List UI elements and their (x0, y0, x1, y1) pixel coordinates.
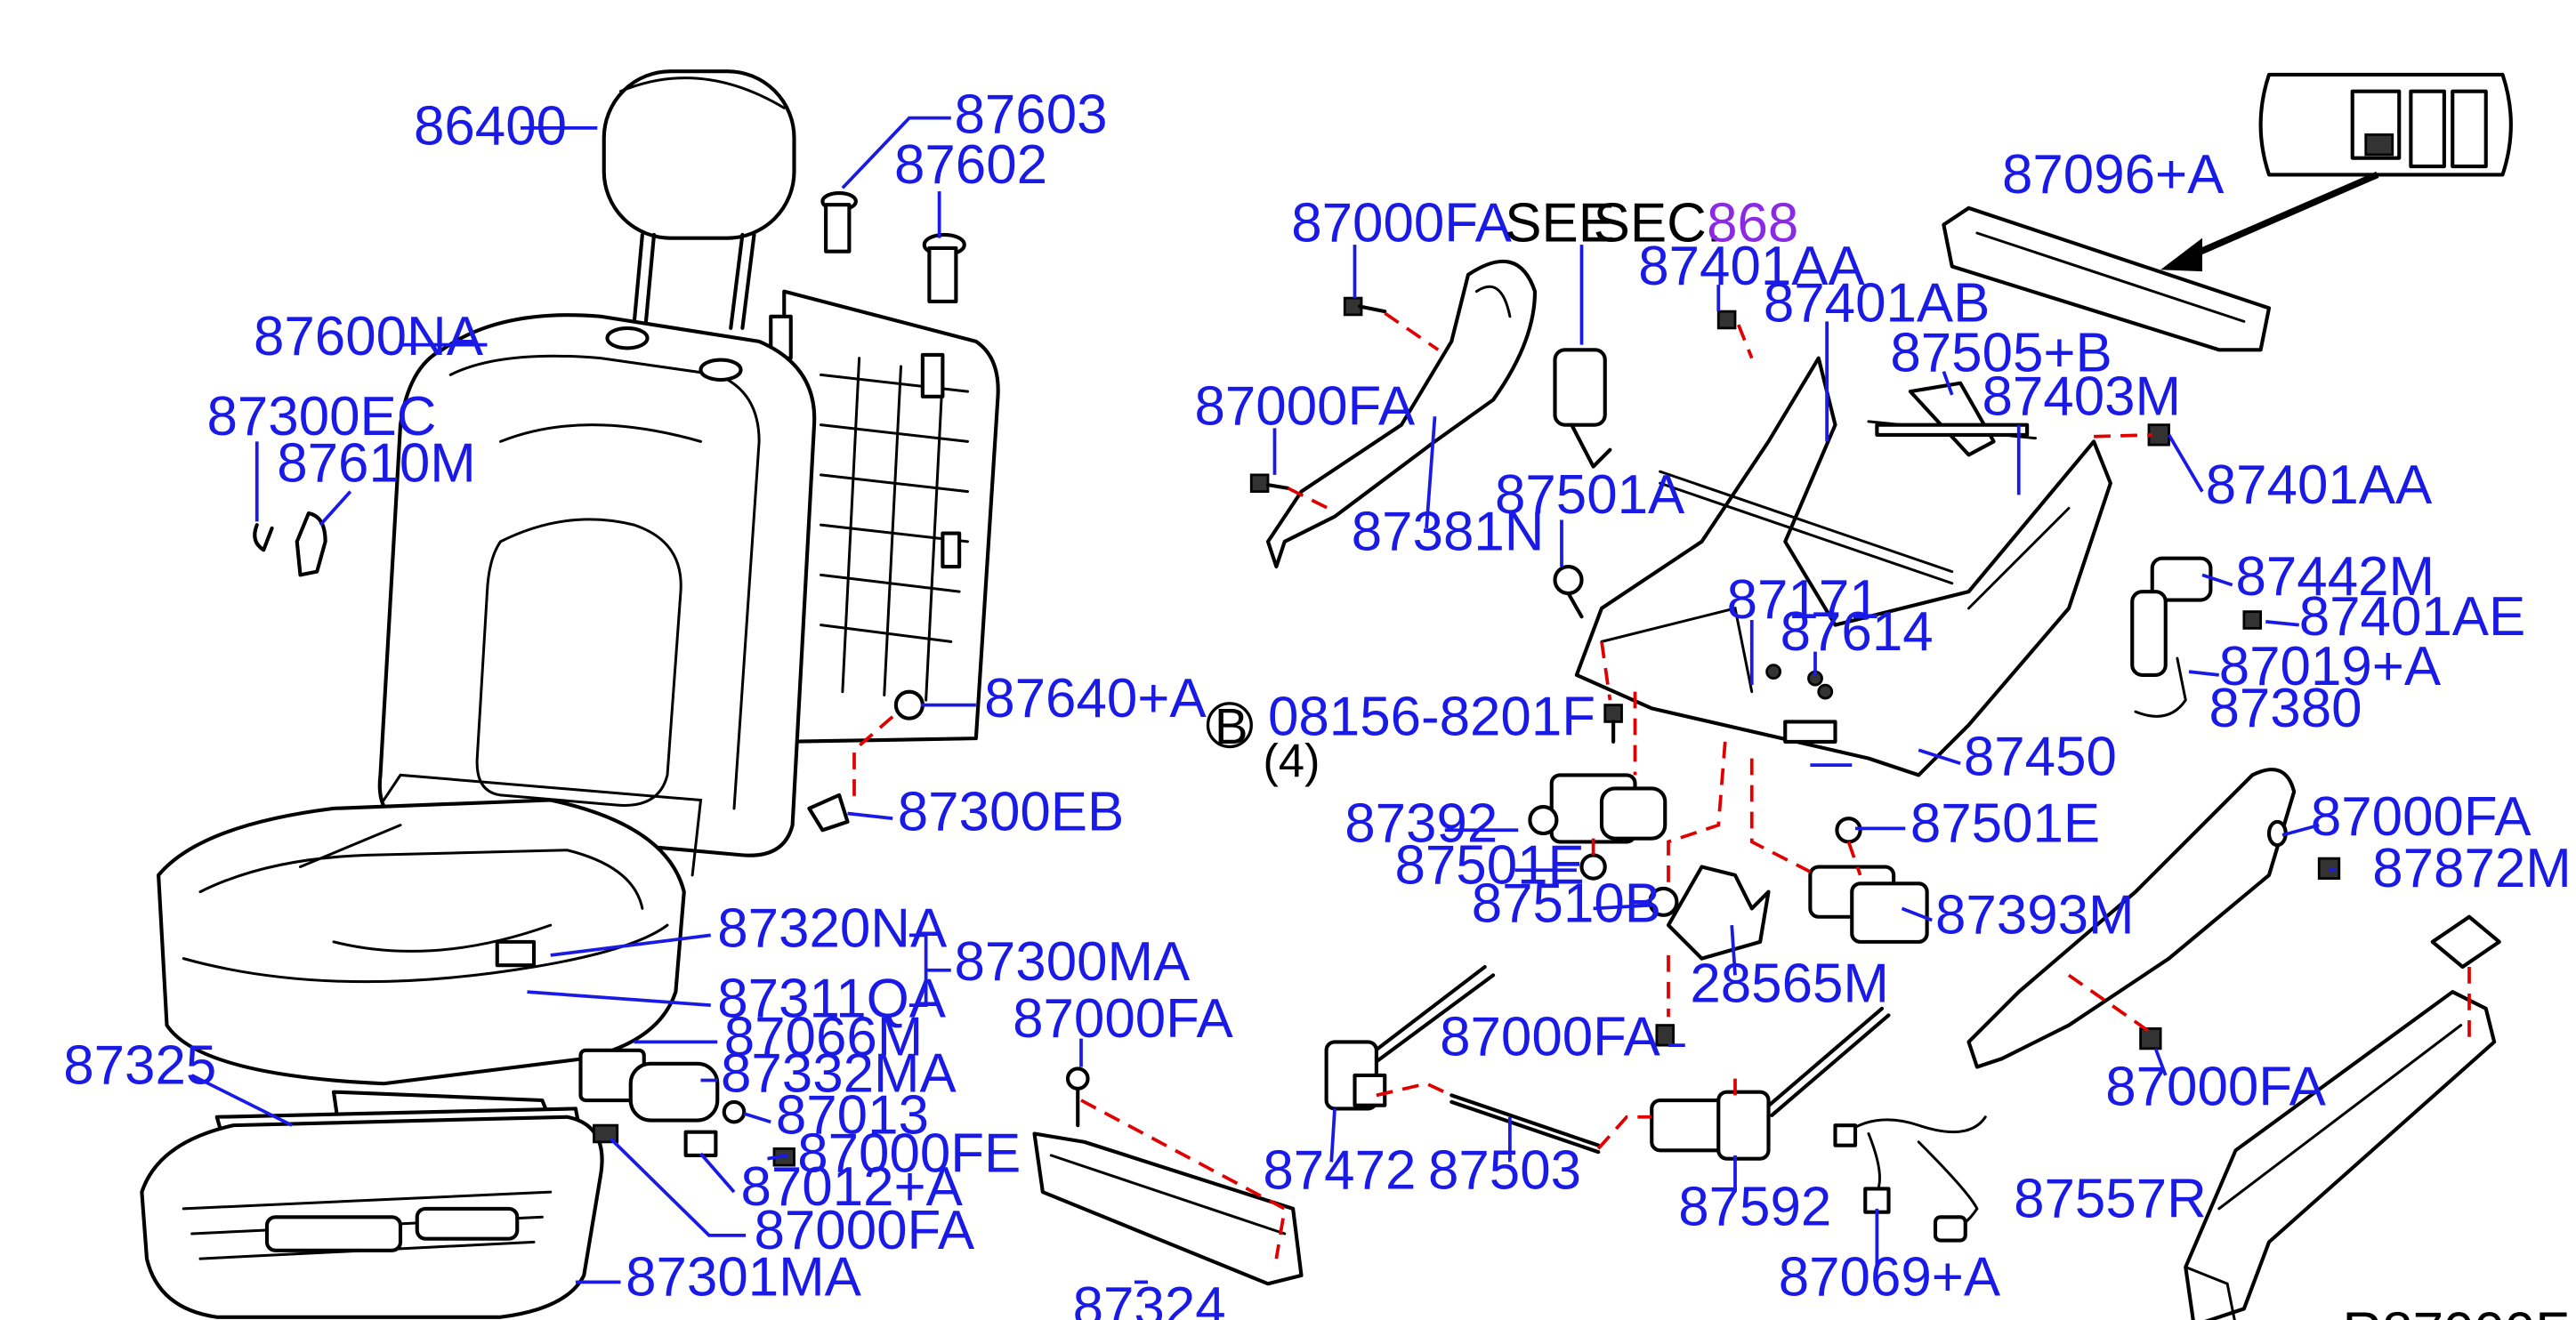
bracket-28565M (1648, 865, 1771, 1047)
diagram-reference-code: R87000FA (2343, 1301, 2576, 1320)
label-28565M: 28565M (1690, 953, 1889, 1014)
label-87000FA-rail: 87000FA (1013, 988, 1233, 1050)
motor-87442M (2130, 556, 2213, 718)
label-87300MA: 87300MA (955, 931, 1191, 993)
label-87872M: 87872M (2372, 838, 2572, 899)
cover-87557R (2184, 990, 2497, 1320)
clip-87872M (2430, 914, 2501, 970)
label-circle-b: B (1215, 698, 1248, 754)
label-87069A: 87069+A (1779, 1246, 2001, 1308)
motor-87392 (1528, 773, 1668, 881)
part-labels: 86400 87603 87602 87600NA 87300EC 87610M… (63, 85, 2576, 1320)
label-87301MA: 87301MA (626, 1246, 862, 1308)
label-87592: 87592 (1678, 1177, 1831, 1238)
label-87096A: 87096+A (2002, 144, 2225, 205)
label-87019A: 87019+A (2219, 636, 2442, 697)
seatback-cushion (377, 313, 817, 857)
label-see: SEE (1505, 192, 1615, 254)
headrest-guide-87603 (820, 190, 858, 254)
label-87610M: 87610M (277, 432, 476, 494)
label-87380: 87380 (2209, 678, 2362, 739)
leader-lines (190, 116, 2336, 1284)
label-87603: 87603 (955, 85, 1108, 146)
label-87012A: 87012+A (741, 1156, 964, 1218)
label-87557R: 87557R (2014, 1168, 2207, 1229)
rail-cover (1032, 1066, 1304, 1286)
label-87472: 87472 (1263, 1139, 1416, 1201)
label-87000FA-top: 87000FA (1291, 192, 1512, 254)
label-87000FA-seat: 87000FA (755, 1200, 975, 1261)
label-87311QA: 87311QA (717, 968, 947, 1029)
label-87401AB: 87401AB (1764, 272, 1991, 334)
label-87171: 87171 (1727, 569, 1880, 631)
label-87602: 87602 (894, 134, 1047, 196)
label-87000FA-side: 87000FA (2311, 786, 2532, 848)
label-87503: 87503 (1428, 1139, 1581, 1201)
label-87300EB: 87300EB (898, 781, 1125, 842)
label-87066M: 87066M (724, 1006, 924, 1067)
label-87510B: 87510B (1472, 873, 1661, 934)
alignment-lines (852, 311, 2471, 1260)
side-panel-87381N (1265, 259, 1538, 569)
label-87393M: 87393M (1935, 885, 2135, 946)
label-87000FE: 87000FE (797, 1123, 1021, 1185)
label-reference-icon (2160, 72, 2513, 272)
seat-frame (1574, 356, 2112, 777)
label-87320NA: 87320NA (717, 898, 948, 960)
label-87450: 87450 (1964, 726, 2117, 787)
section-reference-link[interactable]: 868 (1707, 192, 1798, 254)
headrest (602, 69, 796, 330)
circle-b-marker (1206, 702, 1253, 749)
label-87000FA-left: 87000FA (1195, 376, 1416, 438)
label-87013: 87013 (776, 1085, 929, 1147)
label-87401AA-top: 87401AA (1638, 236, 1865, 297)
label-qty-4: (4) (1263, 735, 1320, 787)
small-parts-center (1553, 310, 2263, 744)
label-87332MA: 87332MA (721, 1043, 957, 1105)
label-87325: 87325 (63, 1034, 216, 1096)
seat-cushion (157, 773, 703, 1086)
label-87501E-right: 87501E (1910, 793, 2100, 854)
label-sec: SEC. (1594, 192, 1722, 254)
label-87000FA-mid: 87000FA (1440, 1006, 1660, 1067)
label-86400: 86400 (414, 96, 567, 157)
label-87401AE: 87401AE (2299, 586, 2526, 648)
label-87392: 87392 (1345, 793, 1498, 854)
actuator-87592 (1650, 1006, 1891, 1161)
motor-87393M (1808, 817, 1929, 944)
seat-cushion-frame (140, 1115, 604, 1319)
label-87300EC: 87300EC (207, 386, 437, 447)
label-87442M: 87442M (2236, 546, 2435, 608)
cable-87503 (1450, 1093, 1601, 1155)
label-87324: 87324 (1073, 1276, 1226, 1320)
label-87600NA: 87600NA (254, 306, 484, 367)
harness-87069A (1833, 1115, 1987, 1243)
label-87401AA-right: 87401AA (2206, 455, 2433, 516)
label-87381N: 87381N (1352, 501, 1545, 562)
label-87640A: 87640+A (984, 668, 1207, 729)
side-panel-87380 (1966, 768, 2341, 1069)
label-87505B: 87505+B (1890, 323, 2112, 384)
seat-belt-buckle (1553, 348, 1612, 469)
label-87614: 87614 (1781, 601, 1934, 663)
bolts-87000FA-left (1249, 296, 1387, 494)
actuator-87472 (1324, 964, 1496, 1111)
label-87501A: 87501A (1495, 464, 1685, 526)
label-87501E-left: 87501E (1395, 834, 1585, 896)
label-87403M: 87403M (1982, 366, 2182, 427)
headrest-guide-87602 (922, 232, 966, 303)
label-87000FA-cover: 87000FA (2105, 1057, 2326, 1118)
seatback-frame (769, 289, 1000, 744)
rear-cross-member (1942, 205, 2272, 352)
label-08156-8201F: 08156-8201F (1268, 686, 1595, 747)
